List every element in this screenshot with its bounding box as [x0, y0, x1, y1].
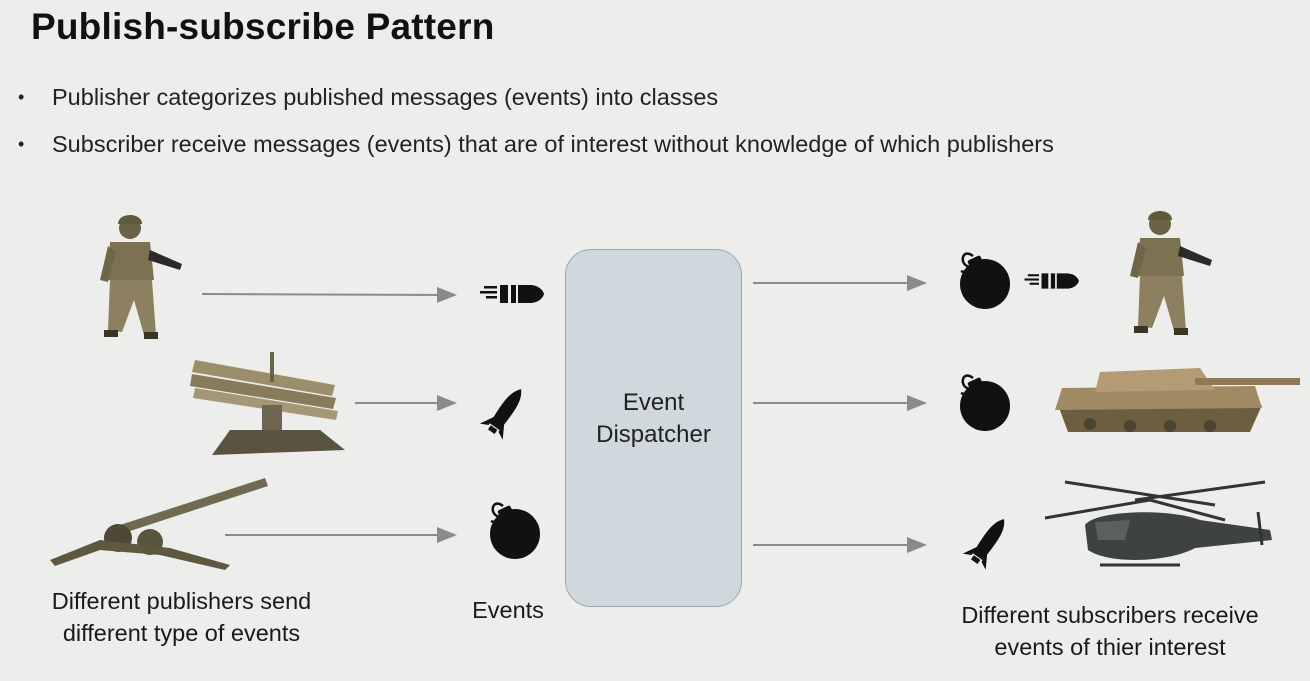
publisher-howitzer-icon [50, 478, 268, 570]
event-dispatcher-box: Event Dispatcher [565, 249, 742, 607]
event-bomb-icon [488, 502, 542, 561]
arrow-publisher-1 [201, 286, 457, 303]
bullet-dot: • [18, 87, 25, 107]
subscriber-bullet-icon [1024, 273, 1079, 289]
events-caption: Events [472, 597, 544, 623]
event-missile-icon [479, 381, 533, 440]
publisher-soldier-icon [100, 215, 182, 339]
subscriber-bomb-icon-1 [958, 252, 1012, 311]
subscriber-helicopter-icon [1044, 480, 1272, 567]
bullet-item: • Publisher categorizes published messag… [18, 74, 1054, 121]
event-bullet-icon [480, 285, 544, 303]
dispatcher-label-line2: Dispatcher [596, 421, 711, 448]
dispatcher-label-line1: Event [622, 389, 685, 416]
subscribers-caption-line1: Different subscribers receive [961, 602, 1259, 628]
publishers-caption-line2: different type of events [62, 620, 301, 646]
subscriber-missile-icon [962, 511, 1016, 570]
subscriber-soldier-icon [1130, 211, 1212, 335]
slide-title: Publish-subscribe Pattern [31, 6, 495, 47]
bullet-list: • Publisher categorizes published messag… [18, 74, 1054, 168]
bullet-text: Subscriber receive messages (events) tha… [52, 131, 1054, 157]
bullet-dot: • [18, 134, 25, 154]
subscriber-tank-icon [1055, 368, 1300, 432]
publishers-caption: Different publishers send different type… [20, 585, 343, 649]
subscribers-caption: Different subscribers receive events of … [920, 599, 1300, 663]
bullet-text: Publisher categorizes published messages… [52, 84, 719, 110]
subscribers-caption-line2: events of thier interest [994, 634, 1226, 660]
publisher-missile-launcher-icon [190, 352, 345, 455]
publishers-caption-line1: Different publishers send [51, 588, 312, 614]
bullet-item: • Subscriber receive messages (events) t… [18, 121, 1054, 168]
subscriber-bomb-icon-2 [958, 374, 1012, 433]
